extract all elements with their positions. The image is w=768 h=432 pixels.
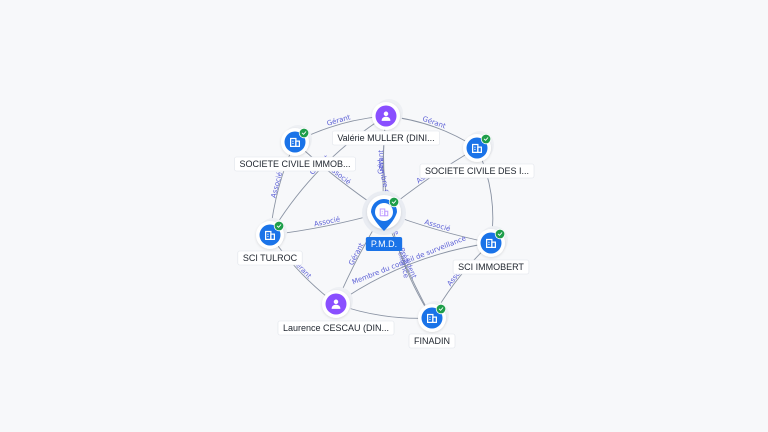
node-disc [284, 131, 306, 153]
label-background [365, 237, 403, 251]
label-background [234, 156, 356, 172]
edge-label-center-laurence: Gérant [347, 241, 365, 266]
label-background [452, 259, 530, 275]
verified-badge [299, 128, 309, 138]
verified-badge [274, 221, 284, 231]
label-background [277, 320, 395, 336]
label-background [237, 250, 303, 266]
node-label-valerie: Valérie MULLER (DINI... [337, 133, 434, 143]
verified-badge [495, 229, 505, 239]
edge-label-tulroc-center: Associé [313, 215, 341, 228]
verified-badge [481, 134, 491, 144]
node-valerie[interactable]: Valérie MULLER (DINI... [332, 99, 440, 146]
node-disc [421, 307, 443, 329]
edge-label-sci_immob-tulroc: Associé [270, 171, 285, 199]
edge-label-valerie-sci_immob: Gérant [326, 113, 352, 127]
node-label-tulroc: SCI TULROC [243, 253, 298, 263]
node-finadin[interactable]: FINADIN [408, 301, 456, 349]
pin-inner [375, 203, 393, 221]
edge-label-center-immobert: Associé [424, 218, 452, 233]
label-background [419, 163, 535, 179]
node-tulroc[interactable]: SCI TULROC [237, 218, 303, 266]
node-label-sci_immob: SOCIETE CIVILE IMMOB... [239, 159, 350, 169]
verified-badge [436, 304, 446, 314]
node-label-immobert: SCI IMMOBERT [458, 262, 524, 272]
node-sci_des[interactable]: SOCIETE CIVILE DES I... [419, 131, 535, 179]
edge-laurence-immobert [335, 242, 492, 305]
node-label-finadin: FINADIN [414, 336, 450, 346]
label-background [408, 333, 456, 349]
node-laurence[interactable]: Laurence CESCAU (DIN... [277, 287, 395, 336]
label-background [332, 130, 440, 146]
verified-badge [389, 197, 399, 207]
edge-label-valerie-center: Gérant [377, 150, 386, 174]
edge-label-valerie-sci_des: Gérant [421, 115, 447, 131]
center-label: P.M.D. [371, 239, 397, 249]
node-label-sci_des: SOCIETE CIVILE DES I... [425, 166, 529, 176]
node-immobert[interactable]: SCI IMMOBERT [452, 226, 530, 275]
node-disc [466, 137, 488, 159]
node-label-laurence: Laurence CESCAU (DIN... [283, 323, 389, 333]
center-node[interactable]: P.M.D. [362, 191, 406, 251]
node-disc [480, 232, 502, 254]
node-sci_immob[interactable]: SOCIETE CIVILE IMMOB... [234, 125, 356, 172]
node-disc [259, 224, 281, 246]
